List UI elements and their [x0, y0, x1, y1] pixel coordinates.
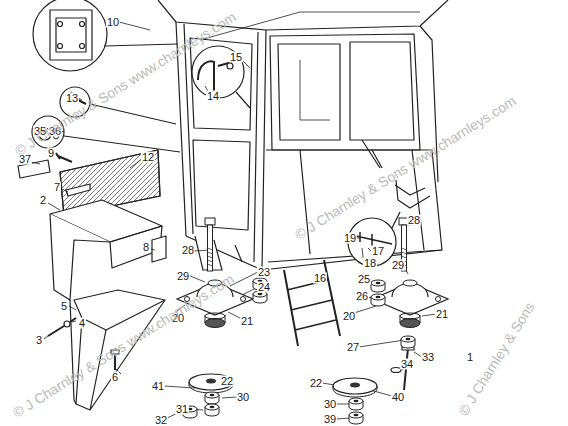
callout-number: 15 [229, 52, 243, 63]
callout-number: 20 [342, 311, 356, 322]
callout-number: 9 [47, 148, 55, 159]
callout-number: 28 [181, 245, 195, 256]
callout-number: 33 [421, 352, 435, 363]
callout-number: 24 [257, 282, 271, 293]
callout-number: 1 [466, 352, 474, 363]
callout-number: 14 [206, 91, 220, 102]
callout-number: 26 [355, 291, 369, 302]
watermark: © J Charnley & Sons www.charnleys.com [292, 93, 518, 241]
watermark: © J Charnley & Sons www.charnleys.com [10, 271, 236, 419]
callout-number: 18 [363, 258, 377, 269]
callout-number: 8 [142, 242, 150, 253]
watermark: © J Charnley & Sons www.charnleys.com [12, 9, 238, 157]
callout-number: 32 [154, 415, 168, 426]
callout-number: 29 [176, 271, 190, 282]
callout-number: 4 [78, 318, 86, 329]
callout-number: 31 [175, 404, 189, 415]
callout-number: 23 [257, 267, 271, 278]
callout-number: 12 [141, 152, 155, 163]
callout-number: 2 [39, 195, 47, 206]
callout-number: 30 [323, 399, 337, 410]
callout-number: 27 [346, 342, 360, 353]
callout-number: 7 [53, 182, 61, 193]
callout-number: 13 [65, 93, 79, 104]
callout-number: 25 [357, 274, 371, 285]
callout-number: 19 [343, 233, 357, 244]
callout-number: 21 [435, 309, 449, 320]
callout-number: 34 [400, 359, 414, 370]
callout-number: 3 [35, 335, 43, 346]
callout-number: 30 [236, 392, 250, 403]
callout-number: 5 [60, 301, 68, 312]
callout-number: 41 [151, 381, 165, 392]
callout-number: 10 [106, 17, 120, 28]
callout-number: 17 [371, 246, 385, 257]
callout-number: 29 [391, 260, 405, 271]
callout-number: 28 [407, 215, 421, 226]
callout-number: 21 [240, 316, 254, 327]
callout-number: 22 [220, 376, 234, 387]
callout-number: 22 [309, 378, 323, 389]
callout-number: 16 [313, 273, 327, 284]
callout-number: 39 [323, 414, 337, 425]
callout-number: 6 [111, 372, 119, 383]
callout-number: 40 [391, 392, 405, 403]
